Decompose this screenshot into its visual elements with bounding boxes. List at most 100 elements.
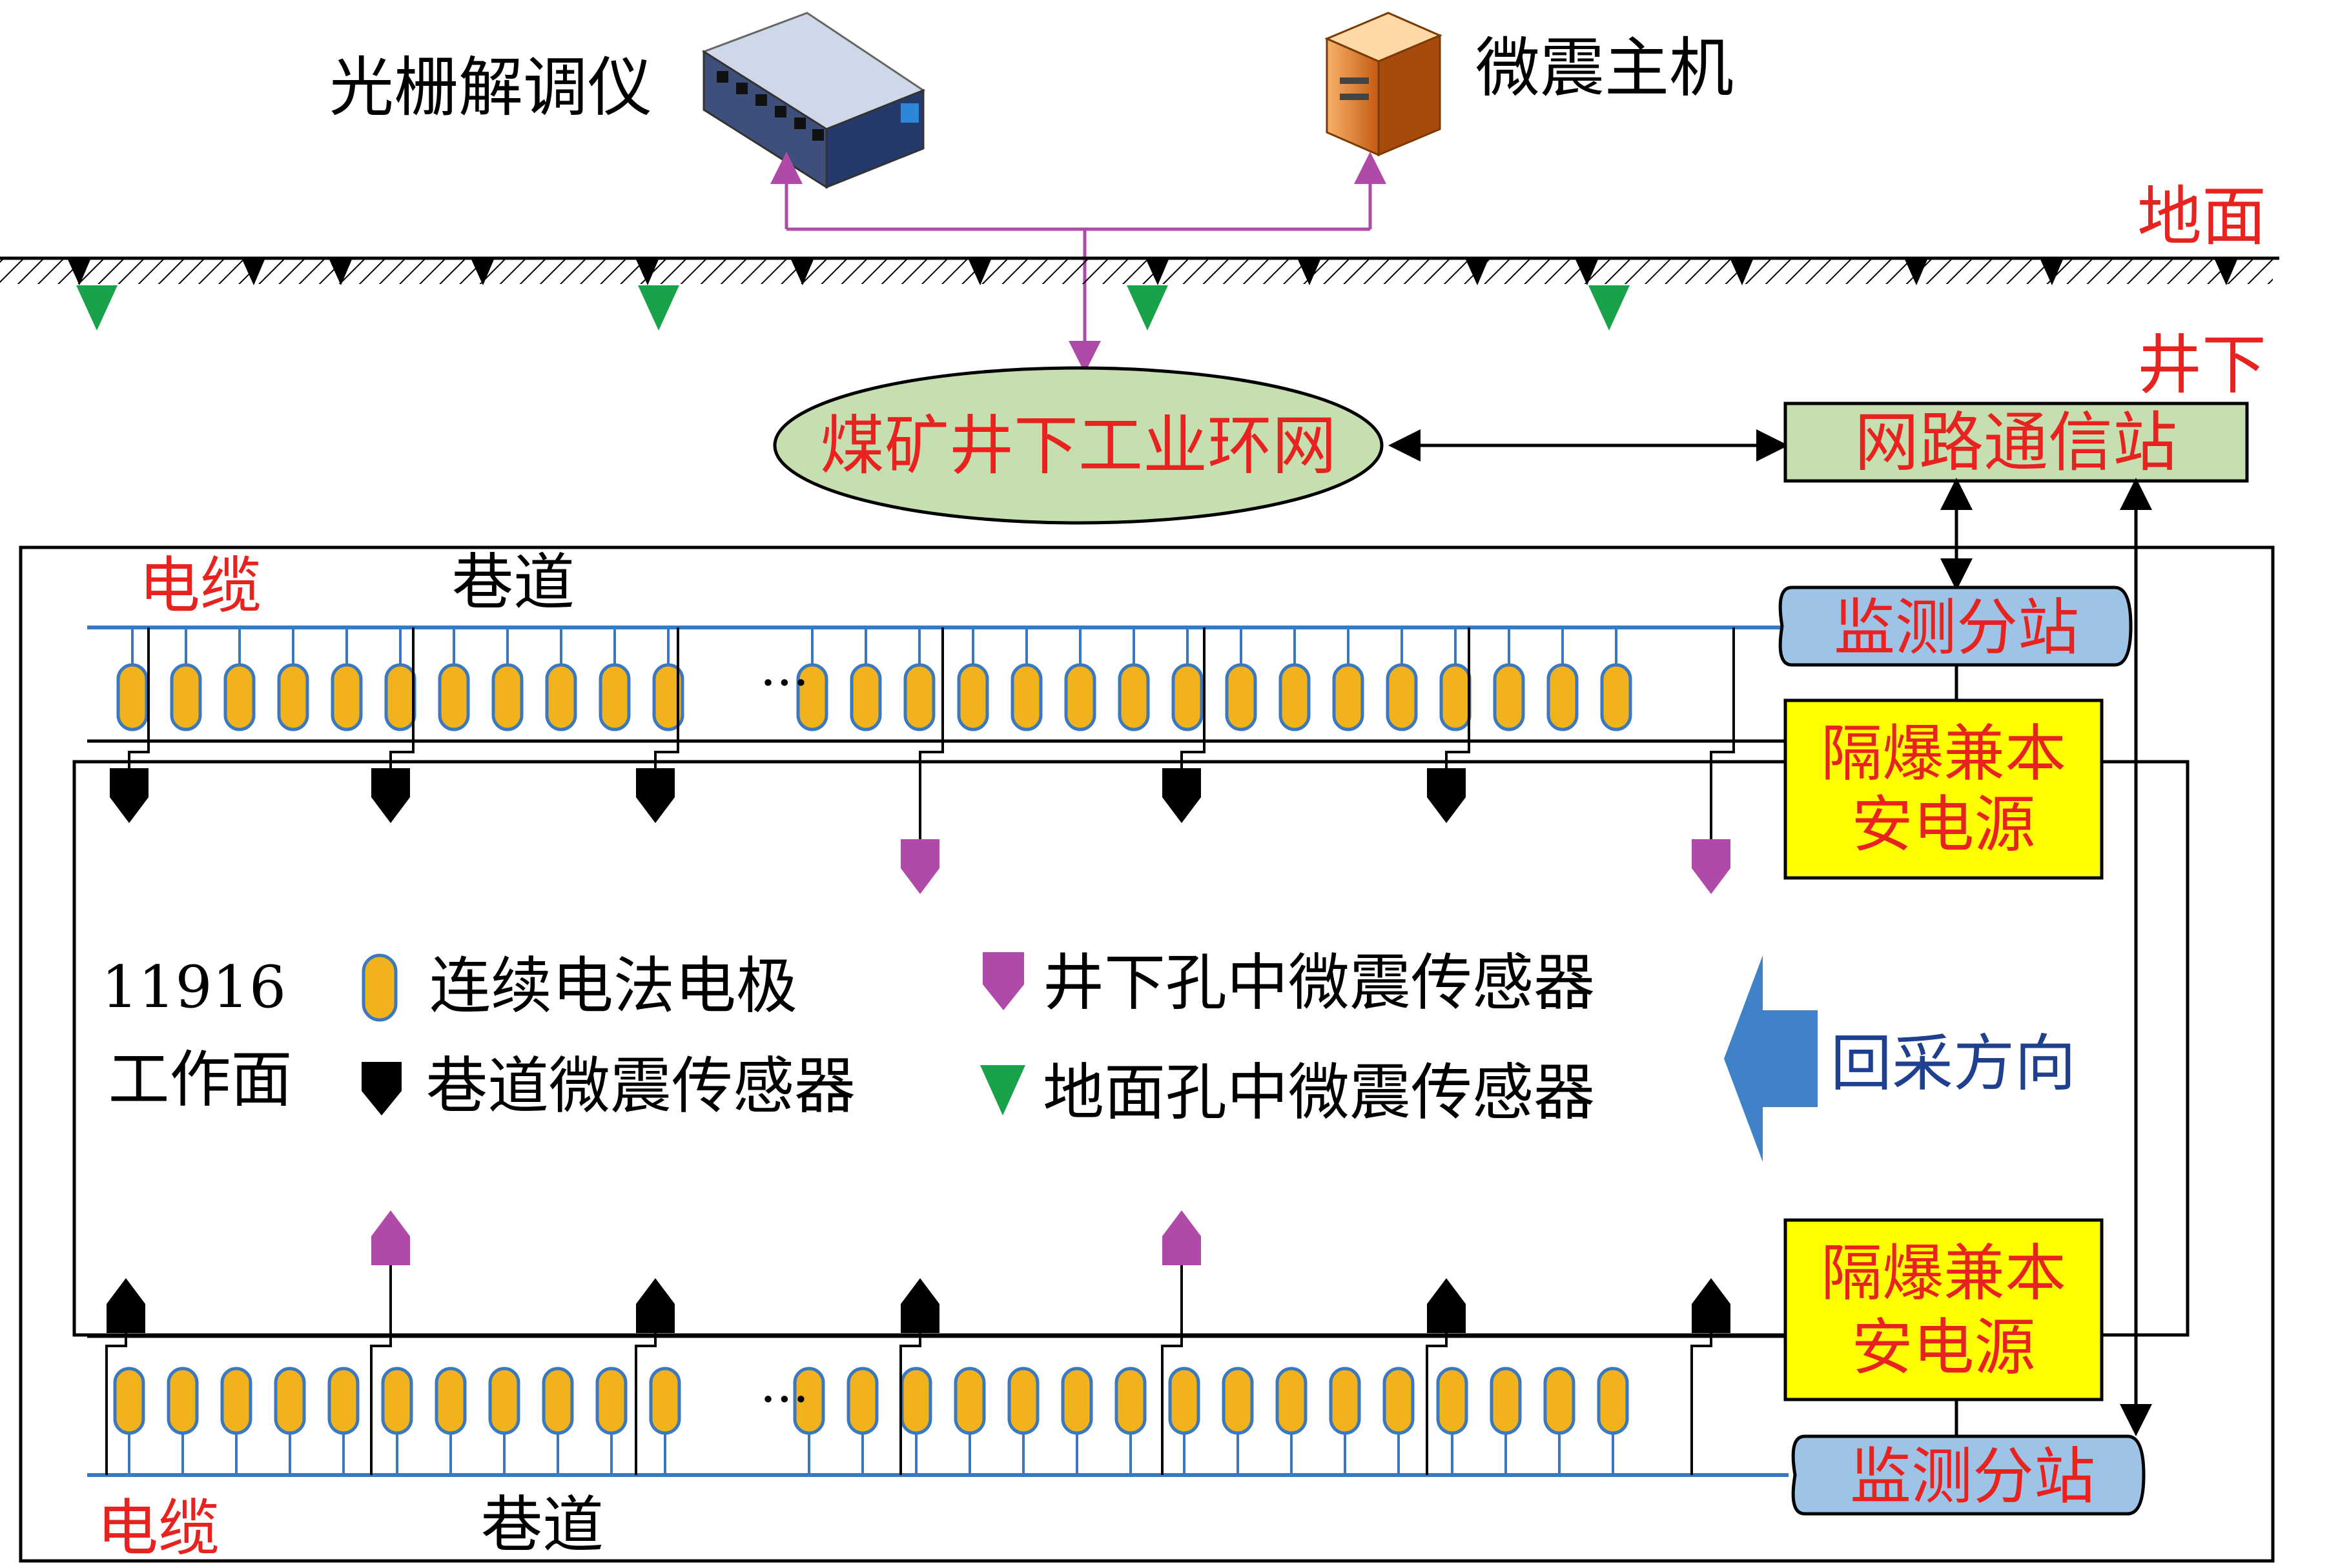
top-substation-label: 监测分站 bbox=[1834, 593, 2079, 664]
electrode bbox=[1490, 1367, 1522, 1435]
sensor-lead bbox=[899, 1333, 921, 1475]
top-power-supply: 隔爆兼本 安电源 bbox=[1783, 698, 2104, 880]
comm-station: 网路通信站 bbox=[1783, 402, 2249, 483]
underground-label: 井下 bbox=[2137, 327, 2266, 403]
server-tower-icon bbox=[1324, 12, 1442, 157]
cable-bottom-label: 电缆 bbox=[97, 1493, 220, 1564]
electrode bbox=[1168, 1367, 1200, 1435]
host-device: 微震主机 bbox=[1324, 12, 1734, 157]
electrode bbox=[438, 663, 470, 731]
roadway-sensor bbox=[110, 768, 149, 823]
electrode bbox=[1382, 1367, 1415, 1435]
ring-network: 煤矿井下工业环网 bbox=[773, 366, 1384, 525]
electrode bbox=[1171, 663, 1204, 731]
sensor-lead bbox=[1690, 1333, 1712, 1475]
sensor-lead bbox=[1445, 627, 1470, 768]
legend-surface-sensor: 地面孔中微震传感器 bbox=[980, 1057, 1595, 1128]
electrode bbox=[545, 663, 577, 731]
electrode bbox=[954, 1367, 986, 1435]
surface-drill-marks bbox=[68, 260, 2237, 285]
electrode bbox=[649, 1367, 681, 1435]
roadway-sensor bbox=[901, 1278, 939, 1333]
comm-station-label: 网路通信站 bbox=[1854, 405, 2177, 480]
legend-borehole-sensor: 井下孔中微震传感器 bbox=[983, 948, 1595, 1019]
borehole-sensor bbox=[371, 1210, 410, 1265]
face-number: 11916 bbox=[101, 953, 286, 1021]
bottom-substation-label: 监测分站 bbox=[1850, 1441, 2095, 1512]
electrode bbox=[796, 663, 828, 731]
electrode bbox=[491, 663, 524, 731]
borehole-sensor bbox=[901, 839, 939, 894]
ground-label: 地面 bbox=[2137, 179, 2266, 254]
sensor-lead bbox=[370, 1265, 392, 1475]
roadway-sensor bbox=[1427, 1278, 1466, 1333]
left-arrow-icon bbox=[1724, 955, 1818, 1162]
legend-electrode: 连续电法电极 bbox=[362, 951, 797, 1022]
host-label: 微震主机 bbox=[1475, 30, 1734, 106]
electrode bbox=[1061, 1367, 1093, 1435]
legend-roadway-sensor-icon bbox=[362, 1062, 402, 1115]
electrode bbox=[595, 1367, 628, 1435]
electrode bbox=[167, 1367, 199, 1435]
rack-device-icon bbox=[701, 12, 926, 189]
electrode bbox=[113, 1367, 145, 1435]
bottom-substation: 监测分站 bbox=[1791, 1434, 2146, 1516]
demodulator-device: 光栅解调仪 bbox=[329, 12, 926, 189]
electrode bbox=[1329, 1367, 1361, 1435]
legend-surface-sensor-icon bbox=[980, 1065, 1025, 1115]
mining-direction-label: 回采方向 bbox=[1831, 1028, 2076, 1099]
legend-surface-sensor-label: 地面孔中微震传感器 bbox=[1043, 1057, 1595, 1128]
electrode bbox=[957, 663, 989, 731]
electrode bbox=[1064, 663, 1096, 731]
top-substation: 监测分站 bbox=[1778, 585, 2133, 667]
electrode bbox=[223, 663, 256, 731]
legend-roadway-sensor-label: 巷道微震传感器 bbox=[426, 1051, 856, 1122]
electrode bbox=[220, 1367, 252, 1435]
electrode bbox=[903, 663, 936, 731]
electrode bbox=[170, 663, 202, 731]
electrode bbox=[1278, 663, 1311, 731]
legend: 连续电法电极 巷道微震传感器 井下孔中微震传感器 地面孔中微震传感器 bbox=[362, 948, 1595, 1128]
legend-electrode-label: 连续电法电极 bbox=[429, 951, 797, 1022]
working-face: 11916 工作面 bbox=[101, 953, 292, 1115]
electrode bbox=[381, 1367, 413, 1435]
electrode bbox=[1114, 1367, 1147, 1435]
roadway-top-label: 巷道 bbox=[452, 547, 575, 618]
borehole-sensor bbox=[1692, 839, 1730, 894]
surface-borehole-sensors bbox=[76, 285, 1630, 331]
electrode bbox=[274, 1367, 306, 1435]
face-label: 工作面 bbox=[108, 1044, 292, 1115]
sensor-lead bbox=[635, 1333, 657, 1475]
bottom-electrode-array bbox=[113, 1367, 1629, 1475]
sensor-lead bbox=[1161, 1265, 1183, 1475]
sensor-lead bbox=[105, 1333, 127, 1475]
legend-roadway-sensor: 巷道微震传感器 bbox=[362, 1051, 856, 1122]
roadway-frame bbox=[19, 545, 2275, 1563]
roadway-sensor bbox=[371, 768, 410, 823]
electrode bbox=[1493, 663, 1525, 731]
sensor-lead bbox=[654, 627, 679, 768]
bottom-power-line1: 隔爆兼本 bbox=[1821, 1238, 2066, 1309]
sensor-lead bbox=[128, 627, 150, 768]
power-loop-right bbox=[2102, 760, 2190, 1337]
top-electrode-array bbox=[116, 627, 1632, 731]
electrode bbox=[1439, 663, 1472, 731]
electrode bbox=[652, 663, 684, 731]
electrode bbox=[1436, 1367, 1468, 1435]
bottom-power-supply: 隔爆兼本 安电源 bbox=[1783, 1218, 2104, 1401]
electrode bbox=[900, 1367, 932, 1435]
electrode bbox=[599, 663, 631, 731]
legend-borehole-sensor-icon bbox=[983, 952, 1024, 1010]
electrode bbox=[488, 1367, 520, 1435]
electrode bbox=[1332, 663, 1364, 731]
electrode bbox=[1543, 1367, 1575, 1435]
electrode bbox=[542, 1367, 574, 1435]
electrode bbox=[1546, 663, 1579, 731]
electrode bbox=[1011, 663, 1043, 731]
cable-top-label: 电缆 bbox=[139, 551, 262, 622]
roadway-sensors bbox=[105, 627, 1735, 1475]
electrode bbox=[116, 663, 149, 731]
legend-electrode-icon bbox=[362, 953, 398, 1022]
electrode bbox=[1386, 663, 1418, 731]
